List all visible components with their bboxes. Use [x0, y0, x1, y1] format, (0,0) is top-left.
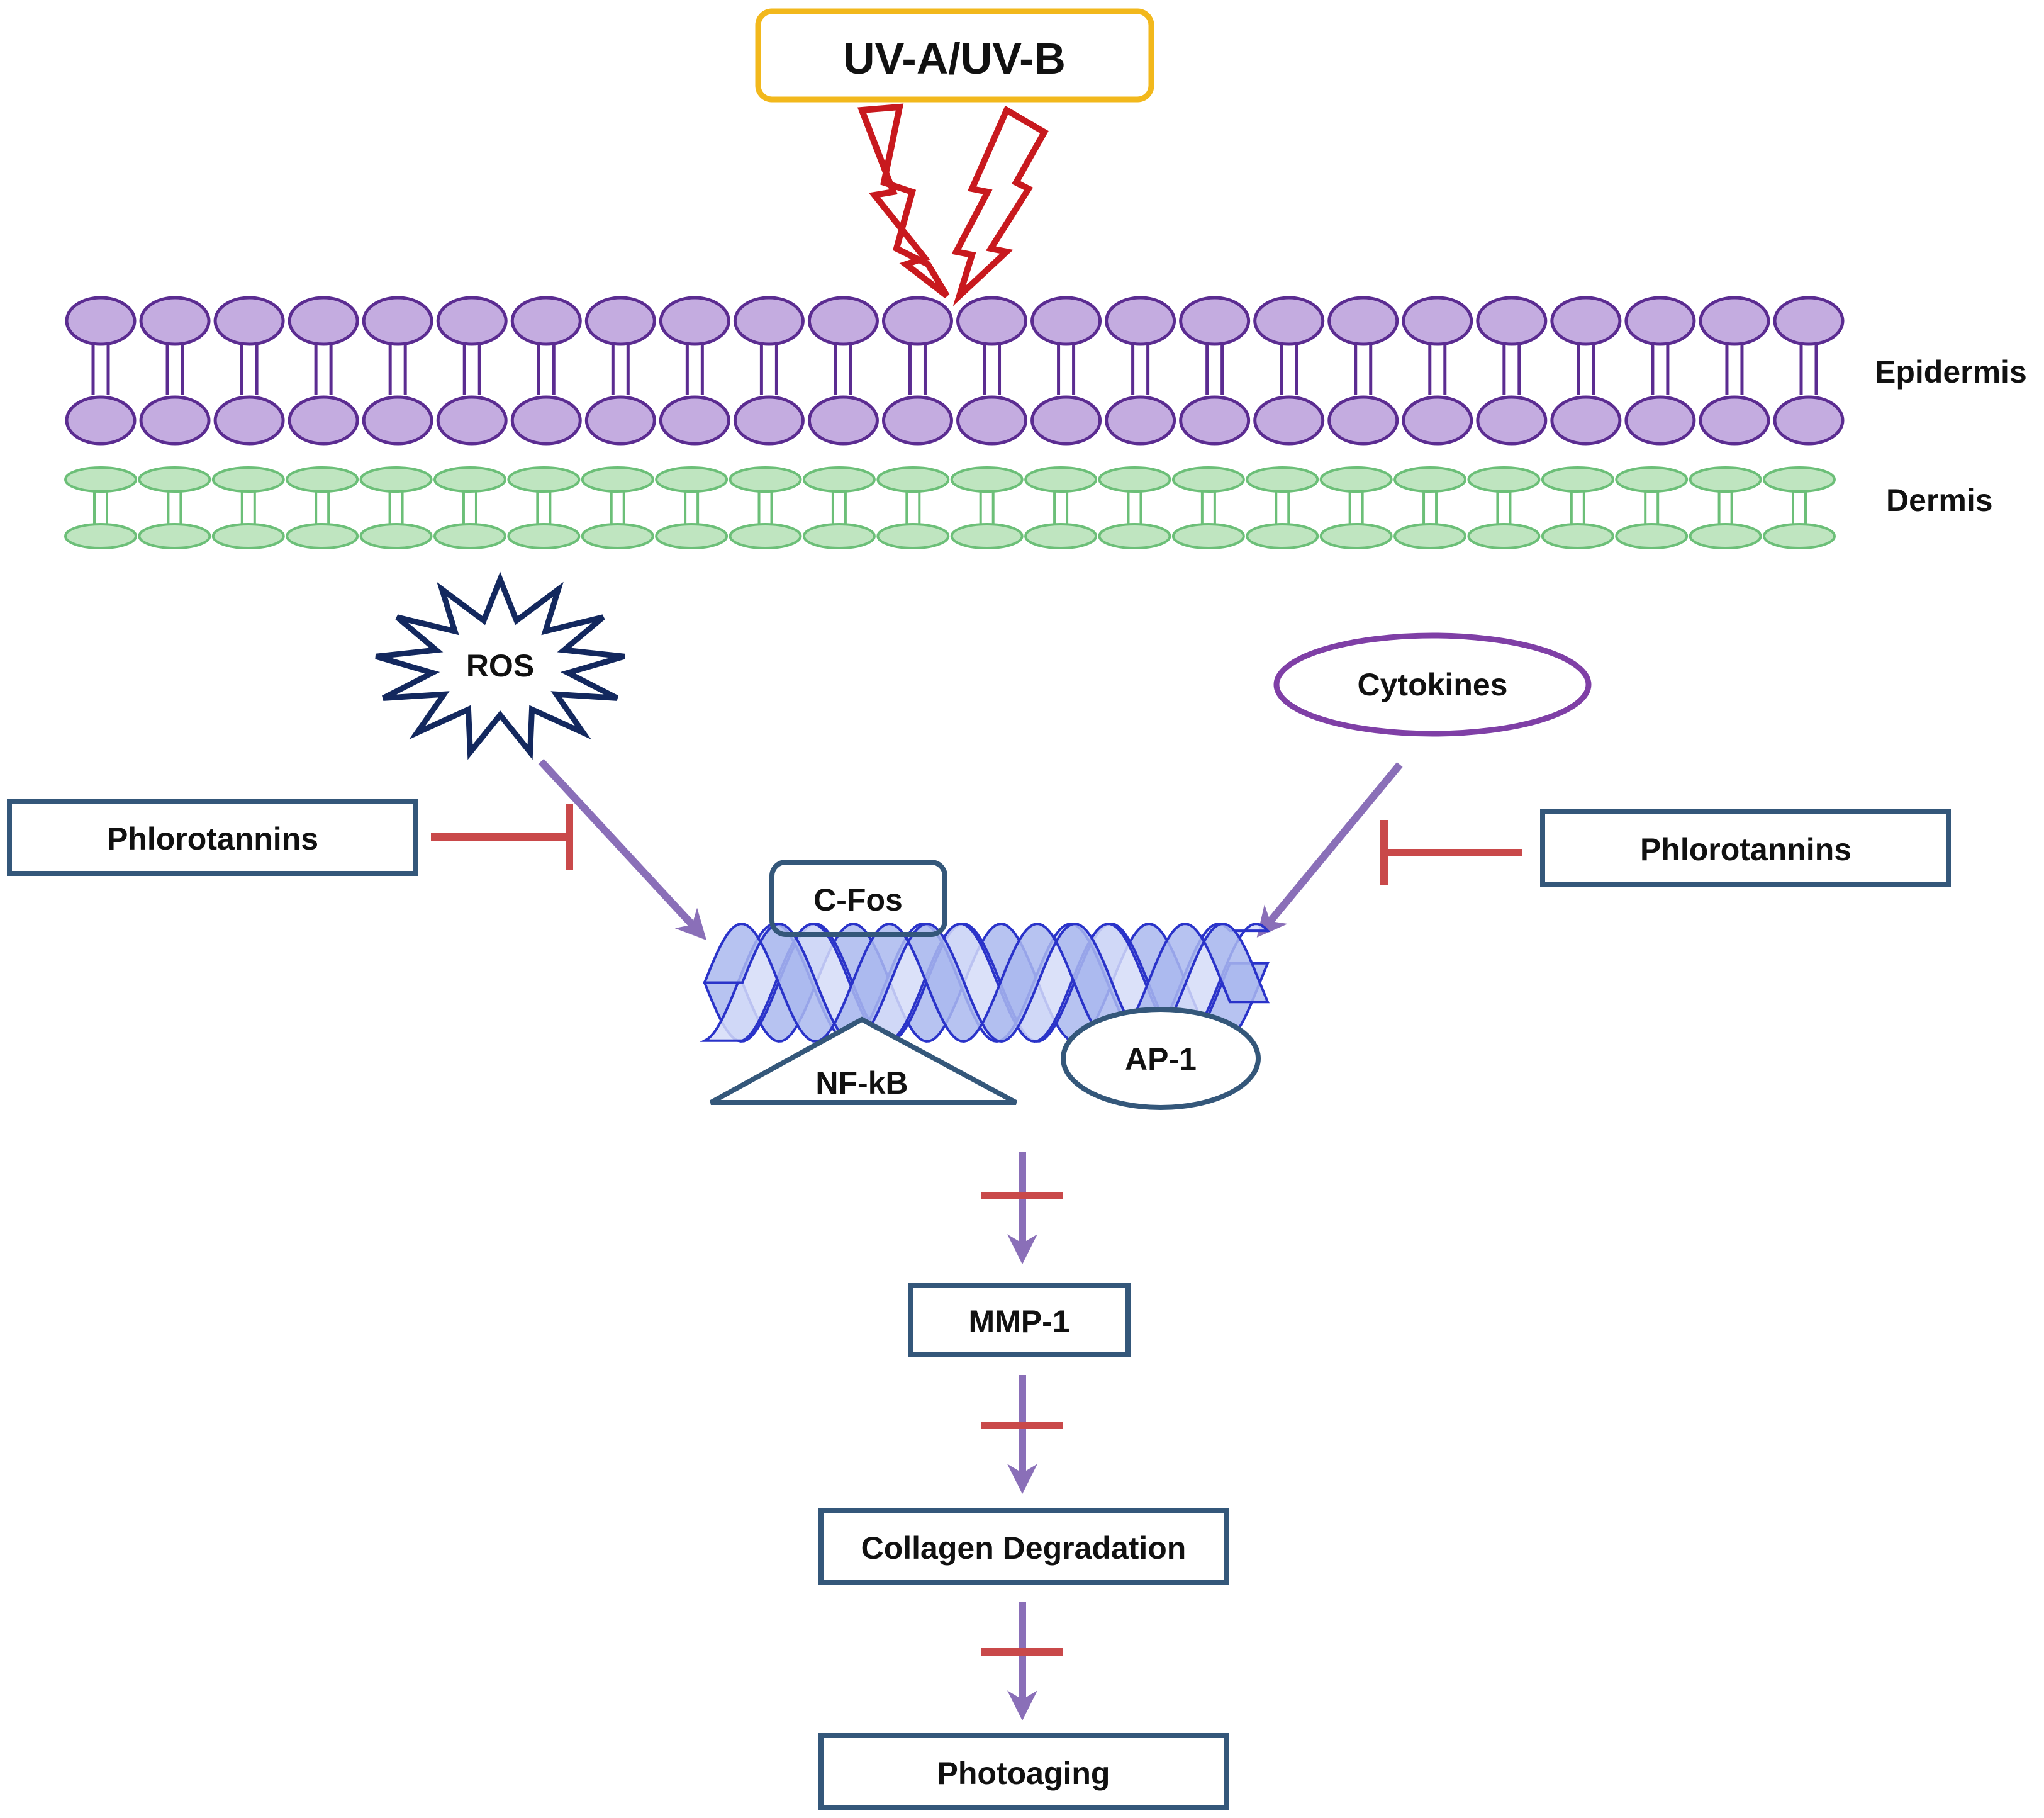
dermis-cell: [359, 466, 433, 549]
epidermis-cell: [1179, 296, 1251, 446]
epidermis-cell: [1105, 296, 1176, 446]
dermis-cell: [507, 466, 581, 549]
dermis-cell: [1689, 466, 1762, 549]
epidermis-cell: [436, 296, 508, 446]
inhibit-left: [431, 804, 573, 870]
dermis-cell: [138, 466, 211, 549]
photoaging-box: [818, 1733, 1229, 1810]
epidermis-cell: [362, 296, 433, 446]
epidermis-cell: [1253, 296, 1325, 446]
collagen-box: [818, 1508, 1229, 1585]
ap1-label: AP-1: [1125, 1041, 1197, 1077]
inhibit-right: [1380, 820, 1522, 885]
dermis-cell: [211, 466, 285, 549]
dermis-cell: [1246, 466, 1319, 549]
epidermis-cell: [288, 296, 359, 446]
epidermis-cell: [1773, 296, 1845, 446]
uv-label: UV-A/UV-B: [843, 34, 1066, 83]
photoaging-label: Photoaging: [937, 1756, 1110, 1791]
dermis-cell: [1171, 466, 1245, 549]
epidermis-cell: [1402, 296, 1473, 446]
dna-strand: [703, 923, 1270, 1043]
epidermis-label: Epidermis: [1875, 354, 2027, 390]
dermis-cell: [1467, 466, 1541, 549]
epidermis-cell: [1030, 296, 1102, 446]
dermis-cell: [655, 466, 729, 549]
epidermis-cell: [1699, 296, 1770, 446]
epidermis-cell: [956, 296, 1028, 446]
epidermis-cell: [881, 296, 953, 446]
nfkb-label: NF-kB: [815, 1065, 908, 1101]
dermis-cell: [1763, 466, 1836, 549]
cytokines-to-dna-arrow: [1256, 762, 1403, 938]
dermis-cell: [1393, 466, 1467, 549]
phlorotannins-right-box: [1540, 809, 1951, 887]
dna-to-mmp1-arrow: [981, 1152, 1063, 1265]
cytokines-ellipse: [1273, 632, 1592, 737]
dermis-cell: [1098, 466, 1171, 549]
dermis-cell: [950, 466, 1024, 549]
dermis-cell: [729, 466, 802, 549]
dermis-cell: [1024, 466, 1098, 549]
collagen-to-photoaging-arrow: [981, 1602, 1063, 1721]
epidermis-cell: [510, 296, 582, 446]
uv-lightning-icon: [857, 103, 1049, 306]
cfos-box: [769, 860, 947, 937]
dermis-cell: [286, 466, 359, 549]
cytokines-label: Cytokines: [1358, 667, 1508, 702]
mmp1-box: [908, 1283, 1131, 1357]
epidermis-cell: [139, 296, 211, 446]
ros-starburst: ROS: [375, 571, 625, 760]
epidermis-cell: [65, 296, 137, 446]
uv-box: [755, 8, 1154, 103]
epidermis-cell: [1476, 296, 1548, 446]
epidermis-cell: [1550, 296, 1622, 446]
collagen-label: Collagen Degradation: [861, 1530, 1187, 1566]
epidermis-cell: [1624, 296, 1696, 446]
dermis-cell: [64, 466, 137, 549]
epidermis-cell: [584, 296, 656, 446]
mmp1-to-collagen-arrow: [981, 1375, 1063, 1495]
dermis-cell: [1541, 466, 1614, 549]
epidermis-cell: [1327, 296, 1399, 446]
epidermis-cell: [733, 296, 805, 446]
ap1-ellipse: [1061, 1007, 1261, 1110]
dermis-cell: [433, 466, 506, 549]
dermis-label: Dermis: [1886, 483, 1993, 518]
phlorotannins-left-label: Phlorotannins: [107, 821, 318, 856]
dermis-cell: [581, 466, 654, 549]
ros-label: ROS: [466, 648, 534, 683]
epidermis-cell: [213, 296, 285, 446]
epidermis-cell: [659, 296, 730, 446]
epidermis-cell: [807, 296, 879, 446]
dermis-layer: [64, 466, 1836, 549]
dermis-cell: [876, 466, 950, 549]
mmp1-label: MMP-1: [968, 1304, 1069, 1339]
nfkb-triangle: [710, 1016, 1017, 1105]
dermis-cell: [1319, 466, 1393, 549]
ros-to-dna-arrow: [538, 758, 707, 941]
epidermis-layer: [65, 296, 1845, 446]
dermis-cell: [802, 466, 876, 549]
phlorotannins-left-box: [7, 799, 418, 876]
cfos-label: C-Fos: [813, 882, 903, 917]
phlorotannins-right-label: Phlorotannins: [1640, 832, 1851, 867]
dermis-cell: [1615, 466, 1689, 549]
